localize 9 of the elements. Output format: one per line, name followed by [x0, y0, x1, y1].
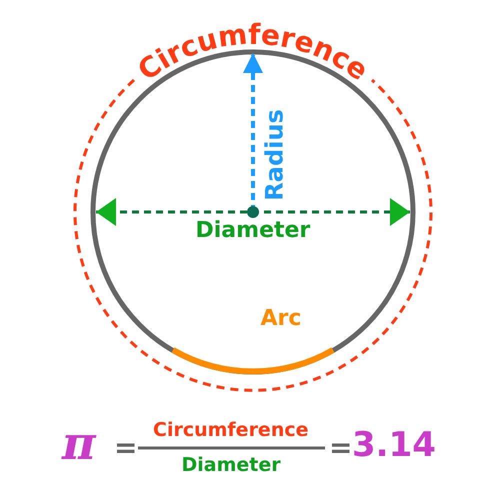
diameter-label: Diameter	[196, 220, 310, 242]
pi-value: 3.14	[352, 428, 436, 462]
equals-sign: =	[114, 434, 138, 462]
radius-label: Radius	[262, 109, 286, 201]
equals-sign: =	[329, 434, 352, 462]
arc-label: Arc	[260, 308, 302, 330]
pi-symbol: π	[62, 420, 96, 466]
numerator-label: Circumference	[153, 421, 308, 440]
denominator-label: Diameter	[182, 456, 281, 475]
